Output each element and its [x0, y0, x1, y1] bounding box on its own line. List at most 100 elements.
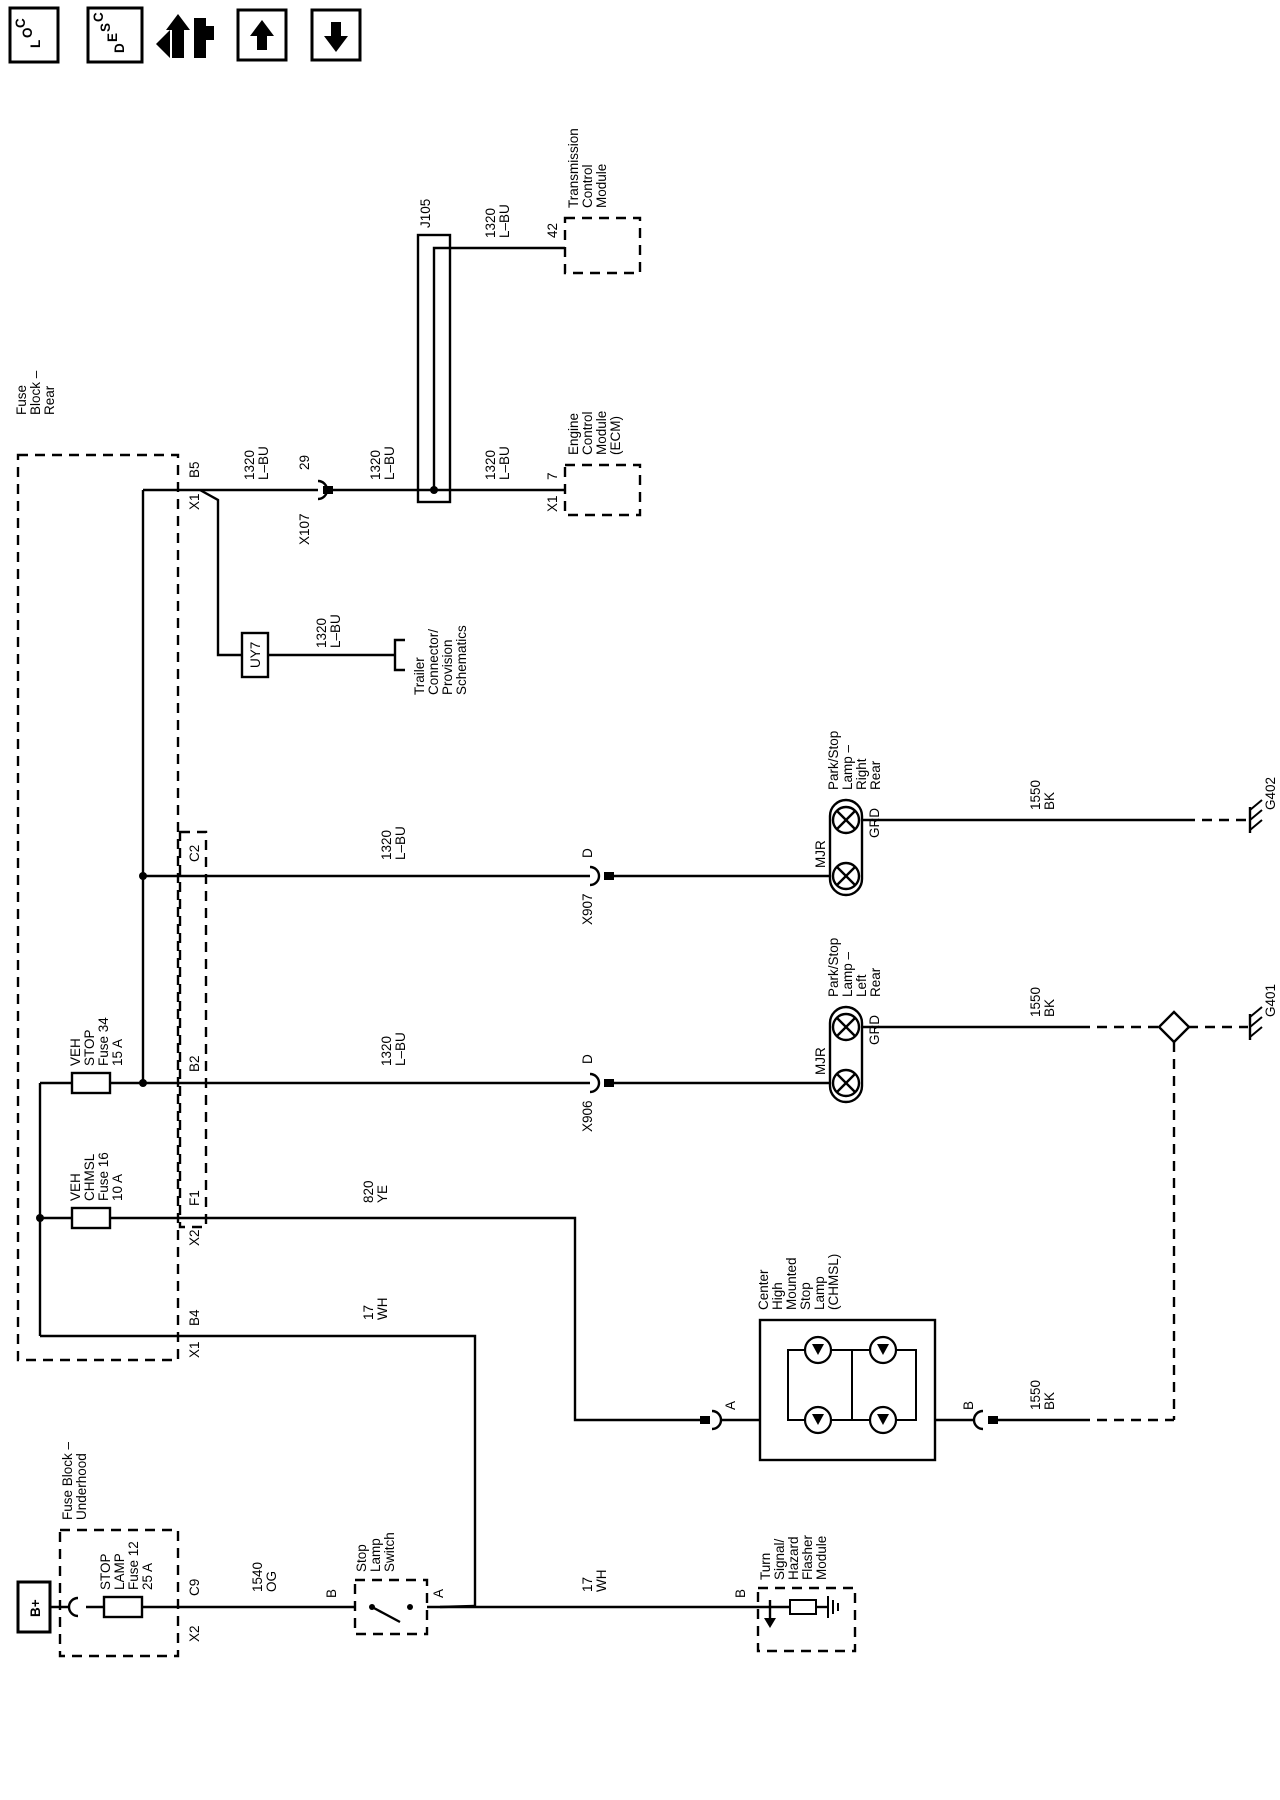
chmsl-label-3: Mounted	[784, 1257, 799, 1310]
down-arrow-icon	[324, 22, 348, 52]
lamp-right-rear	[828, 798, 864, 897]
fuse-16-symbol	[70, 1206, 112, 1230]
wire-1550-label-a: 1550	[1028, 780, 1043, 810]
fuse-34-symbol	[70, 1071, 112, 1095]
ecm-label-1: Engine	[566, 413, 581, 455]
wire-1320-label-c: 1320	[483, 450, 498, 480]
lamp-left-label-3: Left	[854, 974, 869, 997]
conn-b4: B4	[187, 1309, 202, 1326]
j105-label: J105	[418, 199, 433, 228]
wire-1550-label-b: 1550	[1028, 987, 1043, 1017]
grd-label-right: GRD	[867, 808, 882, 838]
trailer-label-3: Provision	[440, 639, 455, 695]
pin-b-switch: B	[324, 1589, 339, 1598]
wire-wh-label-b: WH	[594, 1570, 609, 1593]
wire-lbu-label-d: L–BU	[497, 204, 512, 238]
chmsl-label-4: Stop	[798, 1282, 813, 1310]
wire-og-label: OG	[264, 1571, 279, 1592]
fuse-block-rear-x2-box	[178, 830, 208, 1229]
fuse12-label-2: LAMP	[112, 1553, 127, 1590]
fuse34-label-1: VEH	[68, 1038, 83, 1066]
wire-lbu-label-a: L–BU	[256, 446, 271, 480]
fuse-block-rear-label-2: Block –	[28, 370, 43, 415]
ground-g401-label: G401	[1263, 984, 1278, 1017]
pin-29: 29	[297, 455, 312, 470]
connector-wrench-button[interactable]	[156, 14, 214, 58]
wire-17-label-a: 17	[361, 1305, 376, 1320]
chmsl-connector-b	[972, 1409, 984, 1431]
wire-to-uy7	[199, 488, 242, 657]
flasher-resistor	[789, 1599, 817, 1615]
ecm-label-3: Module	[594, 411, 609, 455]
battery-positive-box	[16, 1580, 52, 1634]
wire-1320-label-b: 1320	[368, 450, 383, 480]
conn-x906: X906	[580, 1100, 595, 1132]
chmsl-connector-a	[711, 1409, 723, 1431]
next-page-button[interactable]	[310, 8, 362, 62]
conn-x1-top: X1	[187, 493, 202, 510]
loc-letter-c: C	[13, 18, 28, 28]
wire-switch-join	[439, 1604, 476, 1609]
ground-g402-symbol	[1248, 799, 1263, 833]
flasher-label-3: Hazard	[786, 1536, 801, 1580]
conn-x907: X907	[580, 893, 595, 925]
trailer-label-2: Connector/	[426, 629, 441, 695]
flasher-label-5: Module	[814, 1536, 829, 1580]
conn-x2-mid: X2	[187, 1229, 202, 1246]
tcm-label-3: Module	[594, 164, 609, 208]
previous-page-button[interactable]	[236, 8, 288, 62]
lamp-left-label-2: Lamp –	[840, 951, 855, 997]
pin-42: 42	[545, 223, 560, 238]
lamp-left-rear	[828, 1005, 864, 1104]
wire-17-label-b: 17	[580, 1577, 595, 1592]
wire-1320-label-a: 1320	[242, 450, 257, 480]
switch-label-3: Switch	[382, 1532, 397, 1572]
pin-b-flasher: B	[733, 1589, 748, 1598]
pin-d-x907: D	[580, 848, 595, 858]
up-arrow-icon	[250, 20, 274, 50]
trailer-label-1: Trailer	[412, 657, 427, 695]
lamp-right-label-1: Park/Stop	[826, 731, 841, 790]
location-button[interactable]: L O C	[8, 6, 60, 64]
uy7-label: UY7	[248, 642, 263, 668]
battery-positive-label: B+	[28, 1599, 43, 1617]
tcm-label-2: Control	[580, 164, 595, 208]
flasher-label-1: Turn	[758, 1553, 773, 1580]
wire-wh-label-a: WH	[375, 1298, 390, 1321]
ground-g401-symbol	[1248, 1006, 1263, 1040]
loc-letter-l: L	[28, 40, 43, 48]
wire-lbu-label-b: L–BU	[382, 446, 397, 480]
tcm-box	[563, 216, 642, 275]
fuse16-label-4: 10 A	[110, 1174, 125, 1201]
description-button[interactable]: D E S C	[86, 6, 144, 64]
conn-c9: C9	[187, 1579, 202, 1596]
ground-splice-diamond	[1157, 1010, 1191, 1044]
underhood-label-1: Fuse Block –	[60, 1441, 75, 1520]
wrench-connector-icon	[156, 14, 214, 58]
wire-820-label: 820	[361, 1180, 376, 1203]
fuse-block-rear-box	[16, 453, 180, 1362]
conn-x107: X107	[297, 513, 312, 545]
uy7-box	[240, 631, 270, 679]
x906-connector	[589, 1072, 601, 1094]
chmsl-label-5: Lamp	[812, 1276, 827, 1310]
wire-1550-label-c: 1550	[1028, 1380, 1043, 1410]
wire-bk-label-c: BK	[1042, 1392, 1057, 1410]
flasher-label-2: Signal/	[772, 1538, 787, 1580]
ecm-label-2: Control	[580, 411, 595, 455]
x907-connector	[589, 865, 601, 887]
trailer-label-4: Schematics	[454, 625, 469, 695]
conn-x1-ecm: X1	[545, 495, 560, 512]
wire-1320-label-d: 1320	[483, 208, 498, 238]
fuse12-label-4: 25 A	[140, 1563, 155, 1590]
wire-1320-label-e: 1320	[314, 618, 329, 648]
fuse16-label-1: VEH	[68, 1173, 83, 1201]
wire-b4-to-switch	[40, 1334, 477, 1606]
pin-b-chmsl: B	[961, 1401, 976, 1410]
stop-lamp-switch-box	[353, 1578, 429, 1636]
pin-d-x906: D	[580, 1054, 595, 1064]
pin-a-chmsl: A	[723, 1401, 738, 1410]
conn-b5: B5	[187, 461, 202, 478]
wire-lbu-label-g: L–BU	[393, 1032, 408, 1066]
